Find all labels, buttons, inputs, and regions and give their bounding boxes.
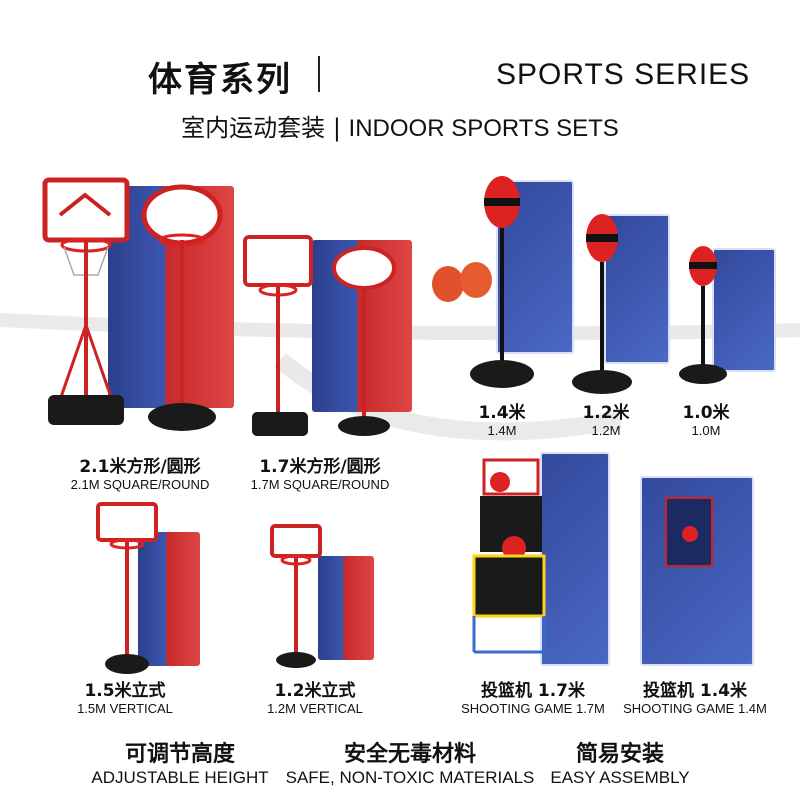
product-box bbox=[640, 476, 754, 666]
feature-name-en: EASY ASSEMBLY bbox=[550, 768, 690, 787]
subtitle-cn: 室内运动套装 bbox=[181, 114, 326, 142]
product-name-cn: 1.7米方形/圆形 bbox=[259, 457, 381, 477]
product-caption: 1.7米方形/圆形 1.7M SQUARE/ROUND bbox=[220, 452, 420, 492]
feature-name-cn: 可调节高度 bbox=[124, 742, 235, 767]
feature-name-en: ADJUSTABLE HEIGHT bbox=[91, 768, 269, 787]
product-name-cn: 1.2米 bbox=[582, 403, 630, 423]
basketball-hoop-round-1-7m bbox=[332, 246, 396, 436]
product-caption: 投篮机 1.4米 SHOOTING GAME 1.4M bbox=[610, 676, 780, 716]
punching-bag-1-2m bbox=[572, 214, 632, 394]
feature-name-en: SAFE, NON-TOXIC MATERIALS bbox=[285, 768, 535, 787]
shooting-game-1-4m-illustration bbox=[665, 497, 713, 567]
product-caption: 1.5米立式 1.5M VERTICAL bbox=[40, 676, 210, 716]
product-caption: 投篮机 1.7米 SHOOTING GAME 1.7M bbox=[448, 676, 618, 716]
product-name-en: SHOOTING GAME 1.7M bbox=[461, 701, 605, 716]
product-name-cn: 1.4米 bbox=[478, 403, 526, 423]
product-name-cn: 1.2米立式 bbox=[274, 681, 356, 701]
product-name-en: 1.7M SQUARE/ROUND bbox=[250, 477, 390, 492]
product-name-en: 2.1M SQUARE/ROUND bbox=[70, 477, 210, 492]
title-en: SPORTS SERIES bbox=[496, 58, 751, 91]
product-caption: 1.4米 1.4M bbox=[452, 398, 552, 438]
title-divider bbox=[318, 56, 320, 92]
shooting-game-1-7m bbox=[472, 458, 546, 654]
feature-name-cn: 安全无毒材料 bbox=[343, 742, 476, 767]
title-cn: 体育系列 bbox=[148, 60, 292, 100]
feature-item: 简易安装 EASY ASSEMBLY bbox=[520, 736, 720, 788]
product-caption: 1.2米立式 1.2M VERTICAL bbox=[230, 676, 400, 716]
product-name-cn: 1.0米 bbox=[682, 403, 730, 423]
punching-bag-1-0m bbox=[679, 246, 727, 384]
product-caption: 2.1米方形/圆形 2.1M SQUARE/ROUND bbox=[40, 452, 240, 492]
product-name-cn: 投篮机 1.4米 bbox=[642, 681, 748, 701]
product-box bbox=[138, 532, 200, 666]
feature-item: 可调节高度 ADJUSTABLE HEIGHT bbox=[70, 736, 290, 788]
product-name-cn: 2.1米方形/圆形 bbox=[79, 457, 201, 477]
product-name-en: 1.4M bbox=[487, 423, 517, 438]
feature-name-cn: 简易安装 bbox=[575, 742, 664, 767]
product-name-cn: 1.5米立式 bbox=[84, 681, 166, 701]
product-name-en: 1.0M bbox=[691, 423, 721, 438]
product-caption: 1.2米 1.2M bbox=[556, 398, 656, 438]
basketball-hoop-round-2-1m bbox=[141, 184, 223, 431]
product-name-en: 1.2M bbox=[591, 423, 621, 438]
basketball-hoop-1-2m-vertical bbox=[270, 524, 322, 668]
product-box bbox=[318, 556, 374, 660]
punching-bag-1-4m bbox=[470, 176, 534, 388]
subtitle-separator: | bbox=[332, 114, 341, 142]
basketball-hoop-square-1-7m bbox=[243, 235, 313, 436]
subtitle-en: INDOOR SPORTS SETS bbox=[348, 115, 619, 142]
product-name-en: SHOOTING GAME 1.4M bbox=[623, 701, 767, 716]
subtitle: 室内运动套装 | INDOOR SPORTS SETS bbox=[0, 108, 800, 143]
product-box bbox=[712, 248, 776, 372]
product-box bbox=[540, 452, 610, 666]
basketball-hoop-1-5m-vertical bbox=[96, 502, 158, 674]
feature-item: 安全无毒材料 SAFE, NON-TOXIC MATERIALS bbox=[280, 736, 540, 788]
boxing-gloves-icon bbox=[432, 262, 492, 302]
product-name-en: 1.5M VERTICAL bbox=[77, 701, 173, 716]
product-caption: 1.0米 1.0M bbox=[656, 398, 756, 438]
basketball-hoop-square-2-1m bbox=[42, 177, 130, 425]
product-name-en: 1.2M VERTICAL bbox=[267, 701, 363, 716]
product-name-cn: 投篮机 1.7米 bbox=[480, 681, 586, 701]
